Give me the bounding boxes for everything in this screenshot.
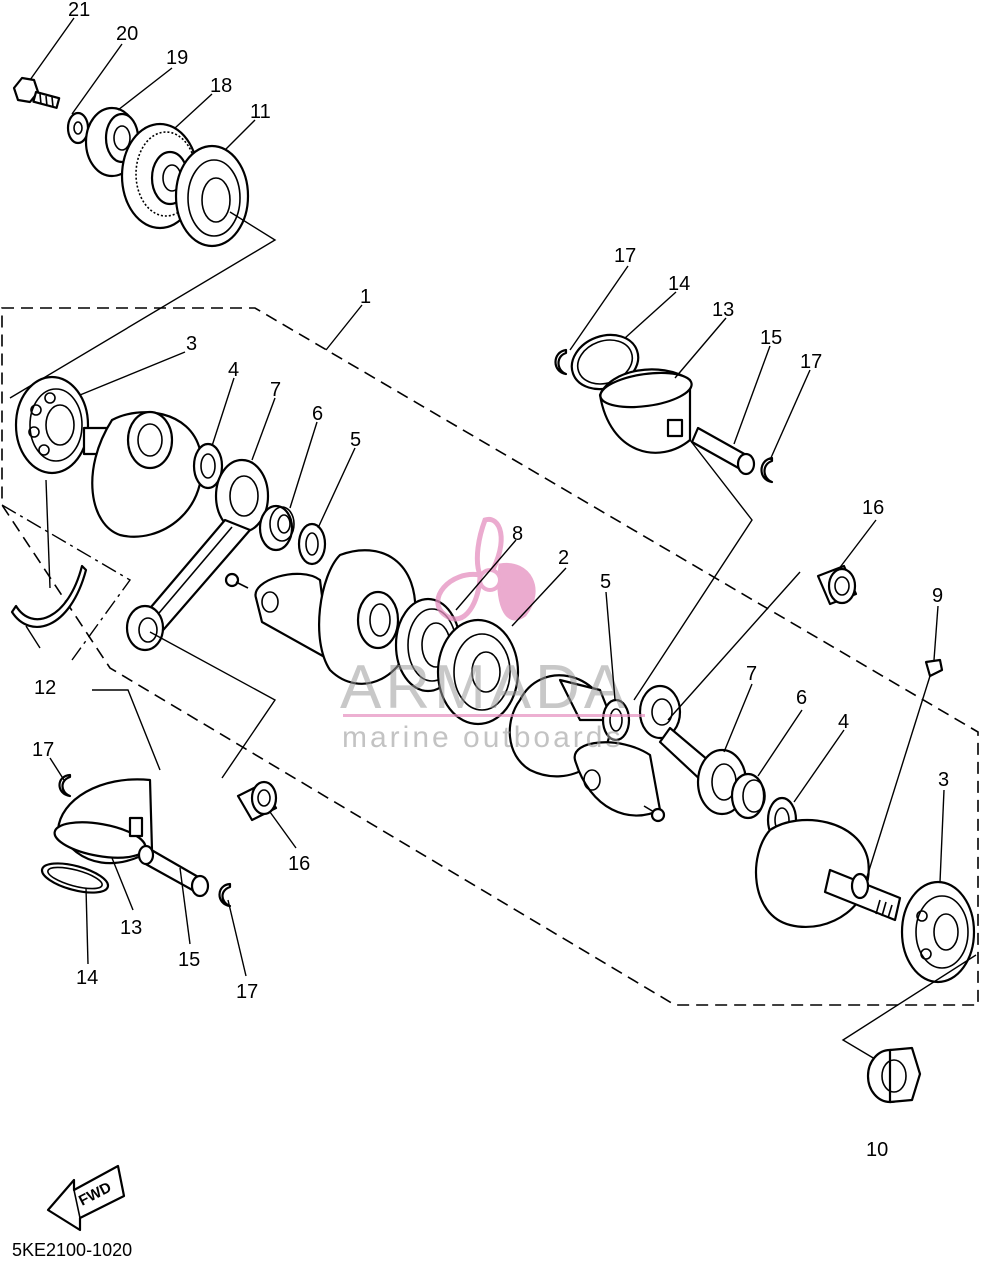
callout-numbers: 21 20 19 18 11 1 3 4 7 6 5 17 14 13 15 1… [32, 0, 949, 1161]
watermark-underline [343, 714, 645, 717]
piston-13-left[interactable] [52, 778, 154, 865]
callout-7-right: 7 [746, 663, 757, 685]
fwd-arrow-icon: FWD [46, 1164, 126, 1232]
crank-web-center-left[interactable] [254, 549, 417, 685]
callout-14-top: 14 [668, 273, 690, 295]
conrod-right-guide [667, 571, 801, 721]
needle-bearing-6-left[interactable] [258, 504, 295, 552]
retainer-guide-line [45, 479, 51, 589]
callout-6-right: 6 [796, 687, 807, 709]
piston-pin-15-left[interactable] [137, 844, 210, 898]
callout-5-left: 5 [350, 429, 361, 451]
bolt-21[interactable] [12, 76, 61, 109]
callout-8: 8 [512, 523, 523, 545]
oil-seal-10[interactable] [866, 1046, 922, 1104]
callout-4-left: 4 [228, 359, 239, 381]
circlip-17-left-a[interactable] [58, 773, 72, 798]
callout-3-left: 3 [186, 333, 197, 355]
retainer-clip-12[interactable] [10, 564, 88, 628]
callout-1: 1 [360, 286, 371, 308]
gear-stack-guide-line [9, 211, 277, 399]
callout-5-right: 5 [600, 571, 611, 593]
piston-top-guide [633, 439, 753, 701]
callout-12: 12 [34, 677, 56, 699]
watermark-tagline: marine outboards [342, 721, 623, 754]
washer-20[interactable] [66, 111, 90, 145]
callout-13-left: 13 [120, 917, 142, 939]
piston-left-guide [92, 689, 161, 771]
callout-leaders [25, 17, 945, 977]
needle-bearing-16-bottom[interactable] [236, 780, 278, 822]
callout-21: 21 [68, 0, 90, 21]
callout-2: 2 [558, 547, 569, 569]
seal-10-guide [841, 954, 977, 1063]
callout-13-top: 13 [712, 299, 734, 321]
circlip-17-top-a[interactable] [554, 348, 568, 376]
needle-bearing-16-top[interactable] [816, 564, 858, 606]
callout-17-left-a: 17 [32, 739, 54, 761]
callout-7-left: 7 [270, 379, 281, 401]
crank-half-right[interactable] [754, 818, 902, 928]
oil-seal-11[interactable] [174, 144, 250, 248]
propeller-logo-icon [435, 516, 536, 622]
key-guide-line [865, 675, 931, 881]
callout-15-left: 15 [178, 949, 200, 971]
callout-11: 11 [250, 101, 271, 123]
callout-20: 20 [116, 23, 138, 45]
needle-bearing-6-right[interactable] [730, 772, 766, 820]
callout-9: 9 [932, 585, 943, 607]
bearing-3-right[interactable] [900, 880, 976, 984]
piston-13-top[interactable] [598, 368, 694, 454]
dashed-leader-left [1, 504, 132, 661]
connecting-rod-7-right[interactable] [638, 684, 748, 816]
callout-14-left: 14 [76, 967, 98, 989]
callout-3-right: 3 [938, 769, 949, 791]
center-bearing-2[interactable] [436, 618, 520, 726]
callout-17-top-b: 17 [800, 351, 822, 373]
crank-half-left[interactable] [82, 410, 203, 538]
callout-4-right: 4 [838, 711, 849, 733]
bearing-3-left[interactable] [14, 375, 90, 475]
callout-16-top: 16 [862, 497, 884, 519]
conrod-left-guide [149, 631, 277, 779]
piston-ring-14-left[interactable] [39, 858, 111, 899]
screw-right[interactable] [643, 805, 666, 823]
callout-10: 10 [866, 1139, 888, 1161]
callout-6-left: 6 [312, 403, 323, 425]
piston-pin-15-top[interactable] [690, 426, 756, 476]
washer-4-left[interactable] [192, 442, 224, 490]
crank-web-center-right[interactable] [508, 674, 662, 817]
screw-left[interactable] [224, 572, 249, 589]
diagram-code: 5KE2100-1020 [12, 1240, 132, 1260]
callout-19: 19 [166, 47, 188, 69]
callout-17-top-a: 17 [614, 245, 636, 267]
callout-16-bottom: 16 [288, 853, 310, 875]
armada-watermark: ARMADA marine outboards [340, 516, 645, 754]
circlip-17-top-b[interactable] [760, 456, 774, 484]
callout-17-left-b: 17 [236, 981, 258, 1003]
callout-15-top: 15 [760, 327, 782, 349]
washer-5-right[interactable] [601, 698, 631, 742]
woodruff-key-9[interactable] [924, 658, 944, 678]
washer-5-left[interactable] [297, 522, 327, 566]
watermark-brand: ARMADA [340, 653, 629, 722]
callout-18: 18 [210, 75, 232, 97]
